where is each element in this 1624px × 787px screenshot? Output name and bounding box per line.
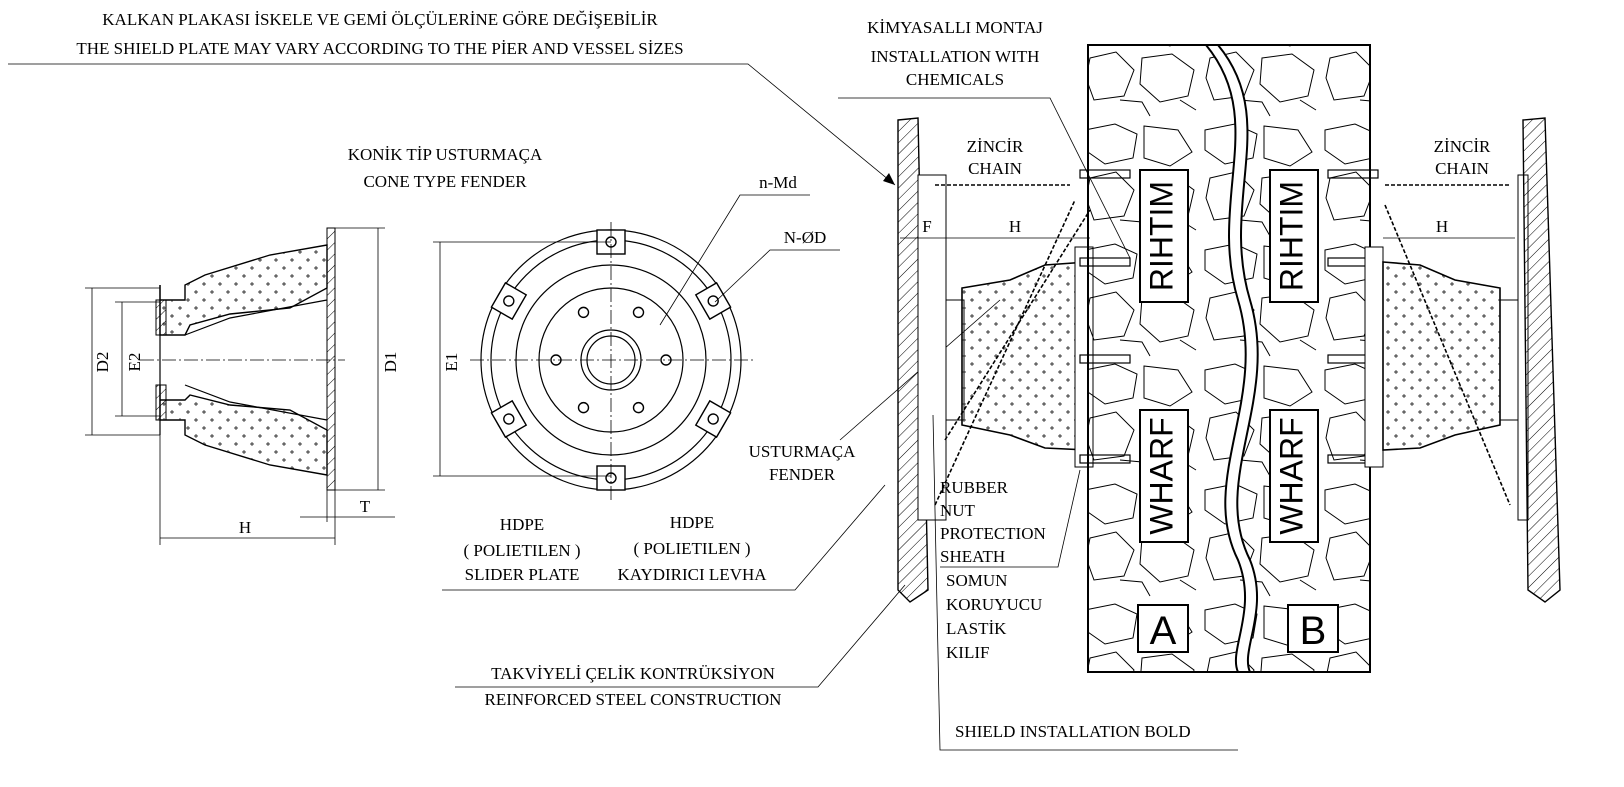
somun-label-1: SOMUN — [946, 571, 1007, 590]
somun-label-2: KORUYUCU — [946, 595, 1042, 614]
dim-h-left: H — [239, 518, 251, 537]
wharf-label-a: WHARF — [1143, 417, 1179, 534]
shield-note-leader — [8, 63, 896, 186]
bolt-leader — [932, 414, 1238, 751]
chain-label-en-left: CHAIN — [968, 159, 1022, 178]
rihtim-label-a: RIHTIM — [1143, 181, 1179, 291]
somun-label-3: LASTİK — [946, 619, 1007, 638]
hdpe2-c: KAYDIRICI LEVHA — [617, 565, 767, 584]
steel-label-tr: TAKVİYELİ ÇELİK KONTRÜKSİYON — [491, 664, 775, 683]
n-md-leader — [659, 194, 810, 326]
rubber-leader — [940, 469, 1081, 568]
cone-title-tr: KONİK TİP USTURMAÇA — [348, 145, 543, 164]
chemical-note-en1: INSTALLATION WITH — [871, 47, 1040, 66]
somun-label-4: KILIF — [946, 643, 989, 662]
chain-label-tr-right: ZİNCİR — [1434, 137, 1491, 156]
wharf-label-b: WHARF — [1273, 417, 1309, 534]
hdpe1-b: ( POLIETILEN ) — [463, 541, 580, 560]
hdpe2-b: ( POLIETILEN ) — [633, 539, 750, 558]
cone-title-en: CONE TYPE FENDER — [363, 172, 527, 191]
left-dimensions: D2 E2 D1 H T — [85, 227, 400, 545]
wharf-block — [1087, 44, 1371, 673]
dim-t: T — [360, 497, 371, 516]
shield-plate-note-tr: KALKAN PLAKASI İSKELE VE GEMİ ÖLÇÜLERİNE… — [102, 10, 658, 29]
mounted-fender-right — [1364, 117, 1561, 603]
lug-plate — [694, 281, 732, 321]
hdpe2-a: HDPE — [670, 513, 714, 532]
mounted-fender-left — [961, 246, 1094, 468]
chain-label-en-right: CHAIN — [1435, 159, 1489, 178]
lug-plate — [694, 399, 732, 439]
rihtim-label-b: RIHTIM — [1273, 181, 1309, 291]
lug-plate — [490, 281, 528, 321]
rubber-label-3: PROTECTION — [940, 524, 1046, 543]
chemical-note-en2: CHEMICALS — [906, 70, 1004, 89]
dim-d2: D2 — [93, 352, 112, 373]
shield-plate-note-en: THE SHIELD PLATE MAY VARY ACCORDING TO T… — [76, 39, 683, 58]
bolt-hole — [632, 306, 645, 319]
hdpe-leader — [442, 484, 886, 591]
label-n-md: n-Md — [759, 173, 797, 192]
rubber-label-4: SHEATH — [940, 547, 1005, 566]
bolt-hole — [577, 401, 590, 414]
n-od-leader — [714, 249, 840, 303]
hdpe1-a: HDPE — [500, 515, 544, 534]
dim-e1: E1 — [442, 353, 461, 372]
bolt-hole — [577, 306, 590, 319]
hdpe1-c: SLIDER PLATE — [465, 565, 580, 584]
dim-h-right: H — [1436, 217, 1448, 236]
label-n-od: N-ØD — [784, 228, 827, 247]
lug-plate — [490, 399, 528, 439]
bolt-label: SHIELD INSTALLATION BOLD — [955, 722, 1191, 741]
dim-e2: E2 — [125, 353, 144, 372]
section-label-b: B — [1300, 609, 1327, 653]
section-label-a: A — [1150, 609, 1177, 653]
dim-h-mid: H — [1009, 217, 1021, 236]
chemical-note-tr: KİMYASALLI MONTAJ — [867, 18, 1043, 37]
shield-plate-left — [897, 117, 965, 603]
rubber-label-1: RUBBER — [940, 478, 1009, 497]
dim-d1: D1 — [381, 352, 400, 373]
bolt-hole — [632, 401, 645, 414]
dim-f: F — [922, 217, 931, 236]
fender-label-tr: USTURMAÇA — [749, 442, 856, 461]
chain-label-tr-left: ZİNCİR — [967, 137, 1024, 156]
fender-label-en: FENDER — [769, 465, 836, 484]
steel-label-en: REINFORCED STEEL CONSTRUCTION — [485, 690, 782, 709]
rubber-label-2: NUT — [940, 501, 976, 520]
cone-fender-section — [155, 227, 336, 491]
steel-leader — [455, 584, 906, 688]
